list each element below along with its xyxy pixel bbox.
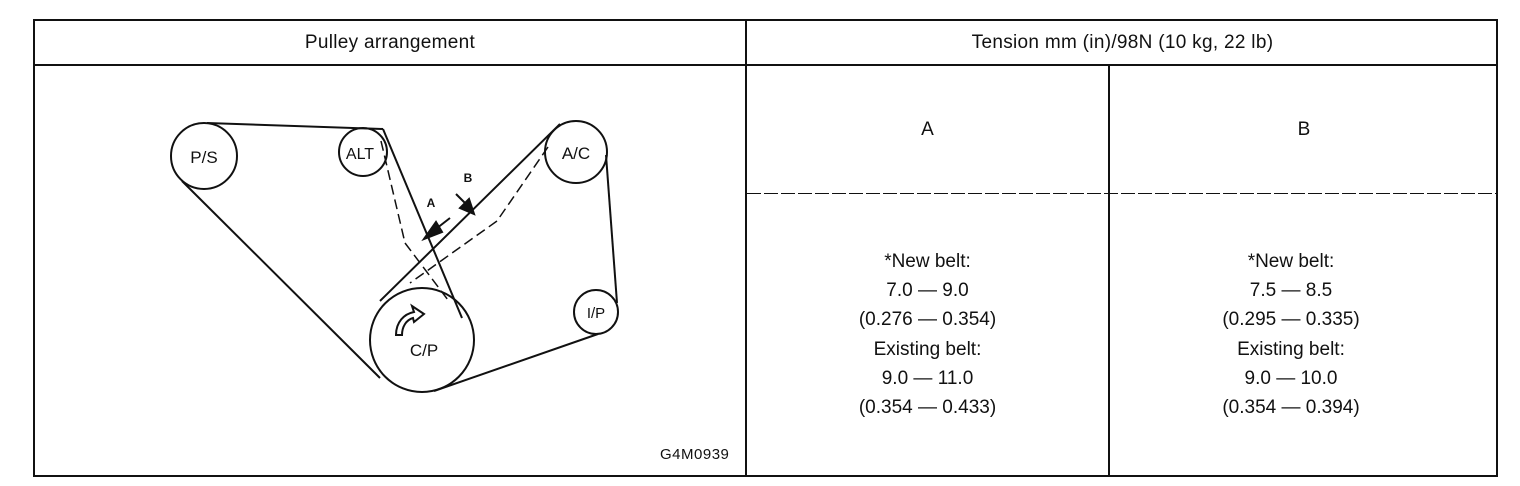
deflection-b-dashed-2 (409, 220, 498, 284)
a-existing-in: (0.354 — 0.433) (858, 397, 997, 418)
column-divider-main (745, 19, 747, 477)
header-tension: Tension mm (in)/98N (10 kg, 22 lb) (971, 32, 1274, 53)
b-new-label: *New belt: (1247, 251, 1335, 272)
belt-alt-cp (382, 128, 463, 319)
pulley-ps (170, 122, 238, 190)
a-new-in: (0.276 — 0.354) (858, 309, 997, 330)
subheader-divider (747, 193, 1498, 194)
a-new-label: *New belt: (884, 251, 971, 272)
belt-ac-ip (605, 154, 618, 304)
pulley-arrangement-diagram: P/S ALT A/C I/P C/P A B (170, 120, 619, 393)
deflection-a-dashed (380, 140, 406, 244)
b-new-in: (0.295 — 0.335) (1222, 309, 1360, 330)
a-new-mm: 7.0 — 9.0 (886, 280, 969, 301)
arrow-b-head (458, 197, 476, 216)
b-new-mm: 7.5 — 8.5 (1249, 280, 1333, 301)
label-alt: ALT (346, 146, 374, 163)
belt-ps-alt (206, 122, 384, 130)
figure-code: G4M0939 (660, 446, 730, 463)
a-existing-label: Existing belt: (873, 339, 982, 360)
header-divider (33, 64, 1498, 66)
deflection-b-dashed (496, 146, 549, 222)
label-a: A (427, 196, 436, 210)
belt-ip-cp (433, 333, 599, 392)
a-existing-mm: 9.0 — 11.0 (881, 368, 974, 389)
b-existing-label: Existing belt: (1237, 339, 1345, 360)
arrow-a-head (421, 220, 444, 242)
b-existing-mm: 9.0 — 10.0 (1244, 368, 1338, 389)
column-divider-ab (1108, 64, 1110, 477)
belt-tension-table (33, 19, 1498, 477)
rotation-arrow-icon (394, 303, 426, 336)
deflection-a-dashed-2 (404, 242, 449, 301)
subheader-a: A (921, 119, 934, 140)
label-ip: I/P (587, 305, 605, 322)
label-cp: C/P (410, 341, 438, 360)
label-ps: P/S (190, 148, 217, 167)
pulley-cp (369, 287, 475, 393)
b-existing-in: (0.354 — 0.394) (1222, 397, 1360, 418)
belt-ps-cp (181, 180, 381, 379)
label-ac: A/C (562, 144, 590, 163)
subheader-b: B (1297, 119, 1311, 140)
label-b: B (464, 171, 473, 185)
header-pulley-arrangement: Pulley arrangement (304, 32, 476, 53)
